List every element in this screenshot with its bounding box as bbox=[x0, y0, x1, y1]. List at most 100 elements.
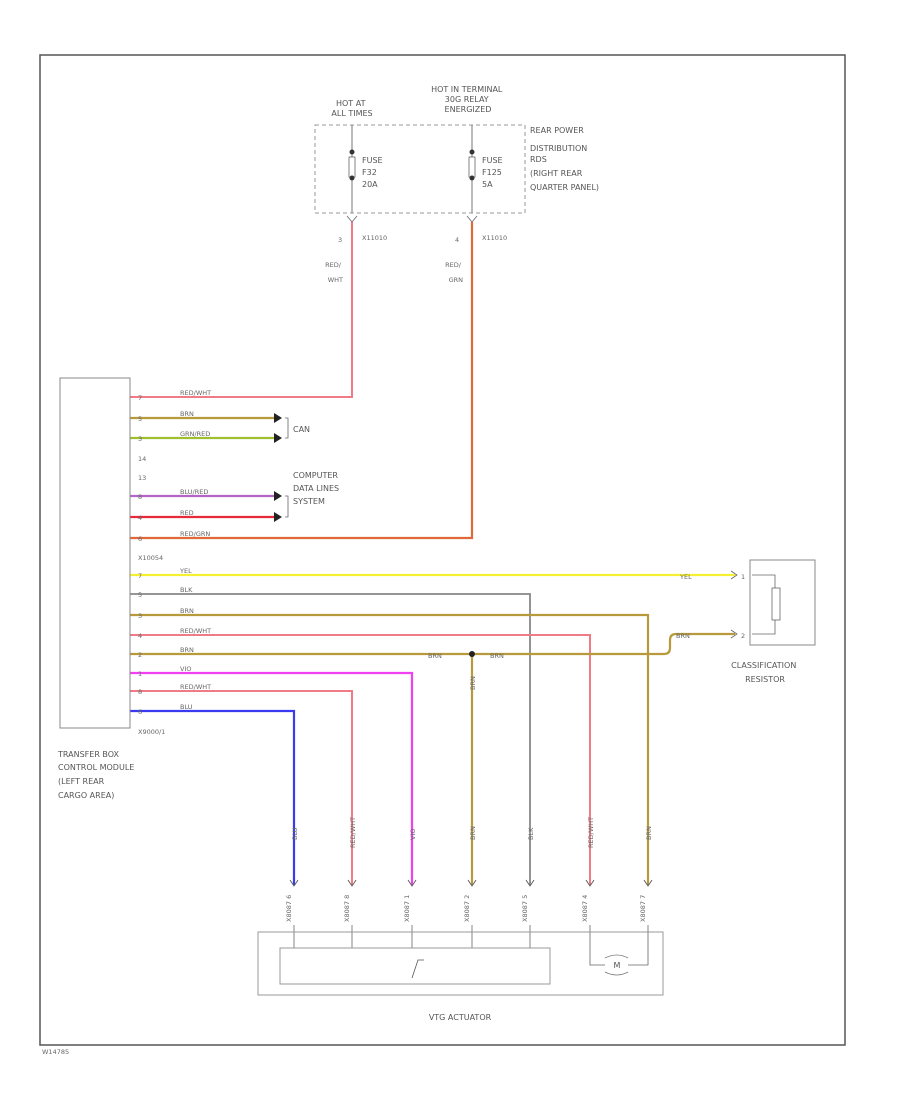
resistor-pin-top: 1 bbox=[741, 573, 745, 581]
resistor-wire-top-label: YEL bbox=[679, 573, 692, 581]
upper-wire-label: BRN bbox=[180, 410, 194, 418]
data-bracket bbox=[285, 495, 289, 518]
lower-pin: 3 bbox=[138, 612, 142, 620]
arrow-data-1 bbox=[274, 491, 282, 501]
actuator-pin-chevron bbox=[643, 879, 653, 887]
diagram-frame bbox=[39, 54, 846, 1046]
transfer-box-module: X10054 X9000/1 TRANSFER BOX CONTROL MODU… bbox=[57, 377, 165, 800]
fuse1-dot-top bbox=[349, 149, 355, 155]
lower-pin: 6 bbox=[138, 708, 142, 716]
lower-pin: 2 bbox=[138, 651, 142, 659]
actuator-wire-label: RED/WHT bbox=[349, 817, 357, 848]
upper-wire-label: GRN/RED bbox=[180, 430, 210, 438]
can-bracket bbox=[285, 417, 289, 439]
lower-pin: 7 bbox=[138, 572, 142, 580]
fuse2-dot-top bbox=[469, 149, 475, 155]
lower-wire-label: VIO bbox=[180, 665, 191, 673]
actuator-wire-label: BRN bbox=[469, 826, 477, 840]
hot-at-all-times-label: HOT AT ALL TIMES bbox=[331, 99, 372, 118]
lower-wire-label: BRN bbox=[180, 607, 194, 615]
lower-wire-label: RED/WHT bbox=[180, 683, 211, 691]
can-label: CAN bbox=[293, 425, 310, 434]
fuse2-dot-bottom bbox=[469, 175, 475, 181]
lower-pin: 8 bbox=[138, 688, 142, 696]
upper-wire-label: RED/WHT bbox=[180, 389, 211, 397]
actuator-wire-label: BLK bbox=[527, 827, 535, 840]
actuator-wire-label: BRN bbox=[469, 676, 477, 690]
actuator-pin-chevron bbox=[585, 879, 595, 887]
data-lines-label: COMPUTER DATA LINES SYSTEM bbox=[293, 471, 342, 506]
wire-red-wht-power bbox=[130, 222, 353, 398]
actuator-leads bbox=[293, 925, 649, 966]
svg-text:X8087 2: X8087 2 bbox=[463, 895, 471, 922]
arrow-can-1 bbox=[274, 413, 282, 423]
upper-pin: 3 bbox=[138, 435, 142, 443]
actuator-wire-label: BRN bbox=[645, 826, 653, 840]
upper-wire-label: BLU/RED bbox=[180, 488, 208, 496]
upper-pin: 4 bbox=[138, 514, 142, 522]
fuse2-label: FUSE F125 5A bbox=[482, 156, 505, 189]
resistor-pin1-symbol bbox=[730, 570, 738, 580]
fuse1-label: FUSE F32 20A bbox=[362, 156, 385, 189]
arrow-can-2 bbox=[274, 433, 282, 443]
splice-brn-left-label: BRN bbox=[428, 652, 442, 660]
resistor-pin2-symbol bbox=[730, 629, 738, 639]
resistor-leads bbox=[752, 574, 776, 635]
actuator-inner-box bbox=[279, 947, 551, 985]
rear-power-distribution-label: REAR POWER DISTRIBUTION RDS (RIGHT REAR … bbox=[530, 126, 599, 192]
wire-paths bbox=[130, 222, 735, 885]
upper-pin: 6 bbox=[138, 535, 142, 543]
wire-red-wht-actuator bbox=[130, 634, 591, 885]
upper-pin: 7 bbox=[138, 394, 142, 402]
lower-pin-labels: 7 5 3 4 2 1 8 6 YEL BLK BRN RED/WHT BRN … bbox=[138, 567, 504, 716]
upper-pin: 14 bbox=[138, 455, 146, 463]
classification-resistor: 1 2 YEL BRN CLASSIFICATION RESISTOR bbox=[676, 559, 816, 684]
wire-vio-actuator bbox=[130, 671, 414, 885]
connector-right-symbol bbox=[466, 215, 478, 223]
svg-text:X8087 6: X8087 6 bbox=[285, 895, 293, 922]
actuator-outer-box bbox=[257, 931, 664, 996]
fuse1-dot-bottom bbox=[349, 175, 355, 181]
upper-pin: 13 bbox=[138, 474, 146, 482]
lower-pin: 5 bbox=[138, 591, 142, 599]
lower-wire-label: BLU bbox=[180, 703, 193, 711]
actuator-pin-chevron bbox=[407, 879, 417, 887]
svg-text:X8087 5: X8087 5 bbox=[521, 895, 529, 922]
vtg-actuator-label: VTG ACTUATOR bbox=[429, 1013, 492, 1022]
lower-wire-label: RED/WHT bbox=[180, 627, 211, 635]
upper-wire-label: RED bbox=[180, 509, 194, 517]
actuator-connector-labels: X8087 6 X8087 8 X8087 1 X8087 2 X8087 5 … bbox=[285, 895, 647, 922]
actuator-pin-chevron bbox=[467, 879, 477, 887]
wire-blk-actuator bbox=[130, 593, 531, 885]
arrow-data-2 bbox=[274, 512, 282, 522]
hot-relay-label: HOT IN TERMINAL 30G RELAY ENERGIZED bbox=[431, 85, 505, 114]
svg-text:X8087 4: X8087 4 bbox=[581, 895, 589, 922]
lower-pin: 1 bbox=[138, 670, 142, 678]
wire-red-grn-power bbox=[130, 222, 474, 540]
splice-brn-right-label: BRN bbox=[490, 652, 504, 660]
svg-text:X8087 1: X8087 1 bbox=[403, 895, 411, 922]
resistor-box bbox=[749, 559, 816, 646]
wire-left-label: RED/ WHT bbox=[325, 261, 343, 284]
resistor-symbol bbox=[771, 587, 781, 621]
actuator-wire-label: RED/WHT bbox=[587, 817, 595, 848]
power-section: HOT AT ALL TIMES HOT IN TERMINAL 30G REL… bbox=[314, 85, 599, 284]
pin-left-label: 3 bbox=[338, 236, 342, 244]
lower-wire-label: BRN bbox=[180, 646, 194, 654]
lower-pin: 4 bbox=[138, 632, 142, 640]
motor-label: M bbox=[614, 961, 621, 970]
module-connector-bottom: X9000/1 bbox=[138, 728, 165, 736]
splice-dot bbox=[469, 651, 475, 657]
upper-pin-labels: 7 5 3 14 13 8 4 6 RED/WHT BRN GRN/RED BL… bbox=[138, 389, 342, 543]
wire-right-label: RED/ GRN bbox=[445, 261, 463, 284]
actuator-pin-chevron bbox=[347, 879, 357, 887]
actuator-pin-chevron bbox=[525, 879, 535, 887]
wire-blu-actuator bbox=[130, 709, 296, 885]
pin-right-label: 4 bbox=[455, 236, 459, 244]
diagram-id: W14785 bbox=[42, 1048, 69, 1056]
actuator-pin-chevron bbox=[289, 879, 299, 887]
actuator-wire-label: VIO bbox=[409, 829, 417, 840]
resistor-pin-bottom: 2 bbox=[741, 632, 745, 640]
connector-right-label: X11010 bbox=[482, 234, 507, 242]
